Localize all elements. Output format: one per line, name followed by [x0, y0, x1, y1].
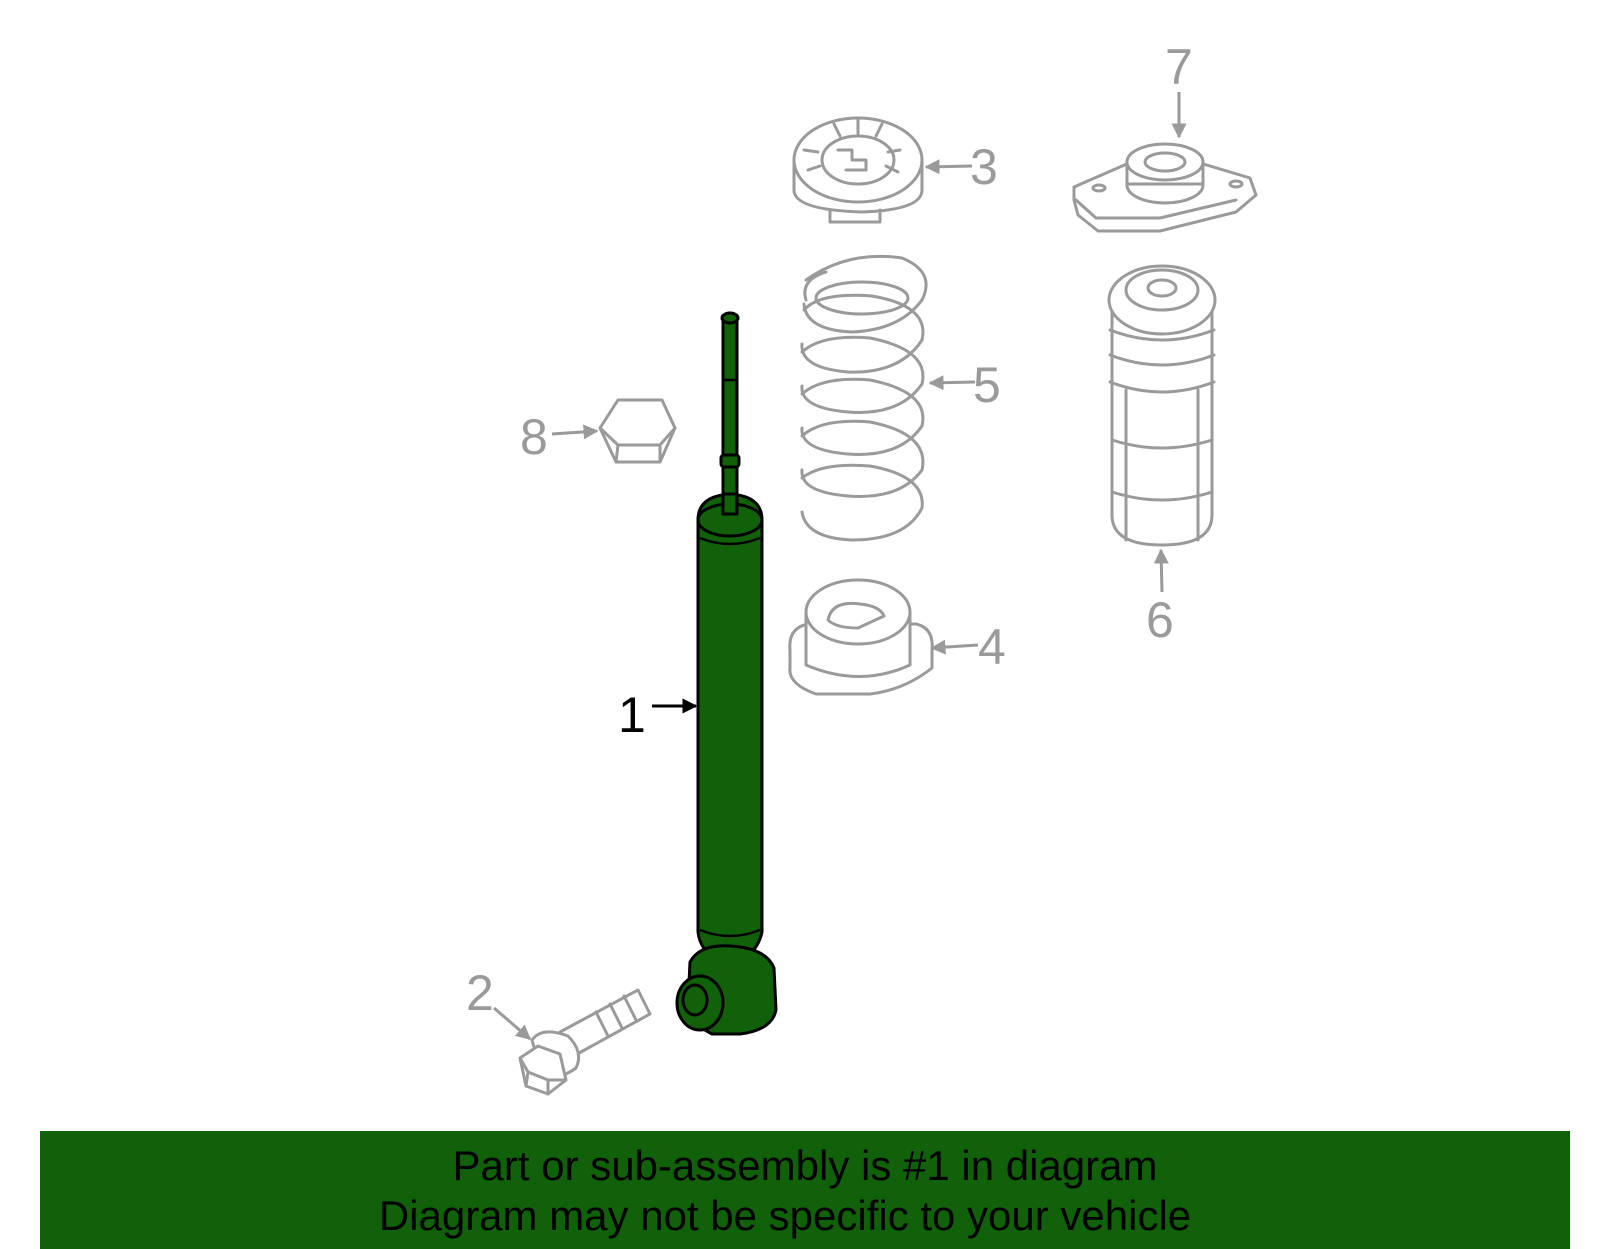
part-4-lower-spring-seat: [788, 578, 934, 696]
callout-2: 2: [466, 965, 494, 1021]
callout-6: 6: [1146, 592, 1174, 648]
notice-line-1: Part or sub-assembly is #1 in diagram: [452, 1142, 1158, 1189]
callout-5: 5: [973, 357, 1001, 413]
part-1-shock-absorber: [675, 311, 778, 1036]
callout-3: 3: [970, 139, 998, 195]
part-5-coil-spring: [800, 254, 928, 542]
part-3-upper-spring-seat: [792, 116, 924, 224]
part-7-strut-mount: [1072, 142, 1258, 233]
part-6-dust-boot: [1107, 264, 1217, 547]
notice-line-2: Diagram may not be specific to your vehi…: [378, 1192, 1192, 1239]
callout-4: 4: [978, 619, 1006, 675]
leader-lines: [493, 92, 1187, 1041]
part-8-nut: [598, 398, 677, 464]
callout-7: 7: [1165, 39, 1193, 95]
callout-1: 1: [618, 687, 646, 743]
part-2-bolt: [518, 988, 652, 1096]
callout-8: 8: [520, 409, 548, 465]
diagram-notice-banner: Part or sub-assembly is #1 in diagram Di…: [40, 1131, 1570, 1249]
